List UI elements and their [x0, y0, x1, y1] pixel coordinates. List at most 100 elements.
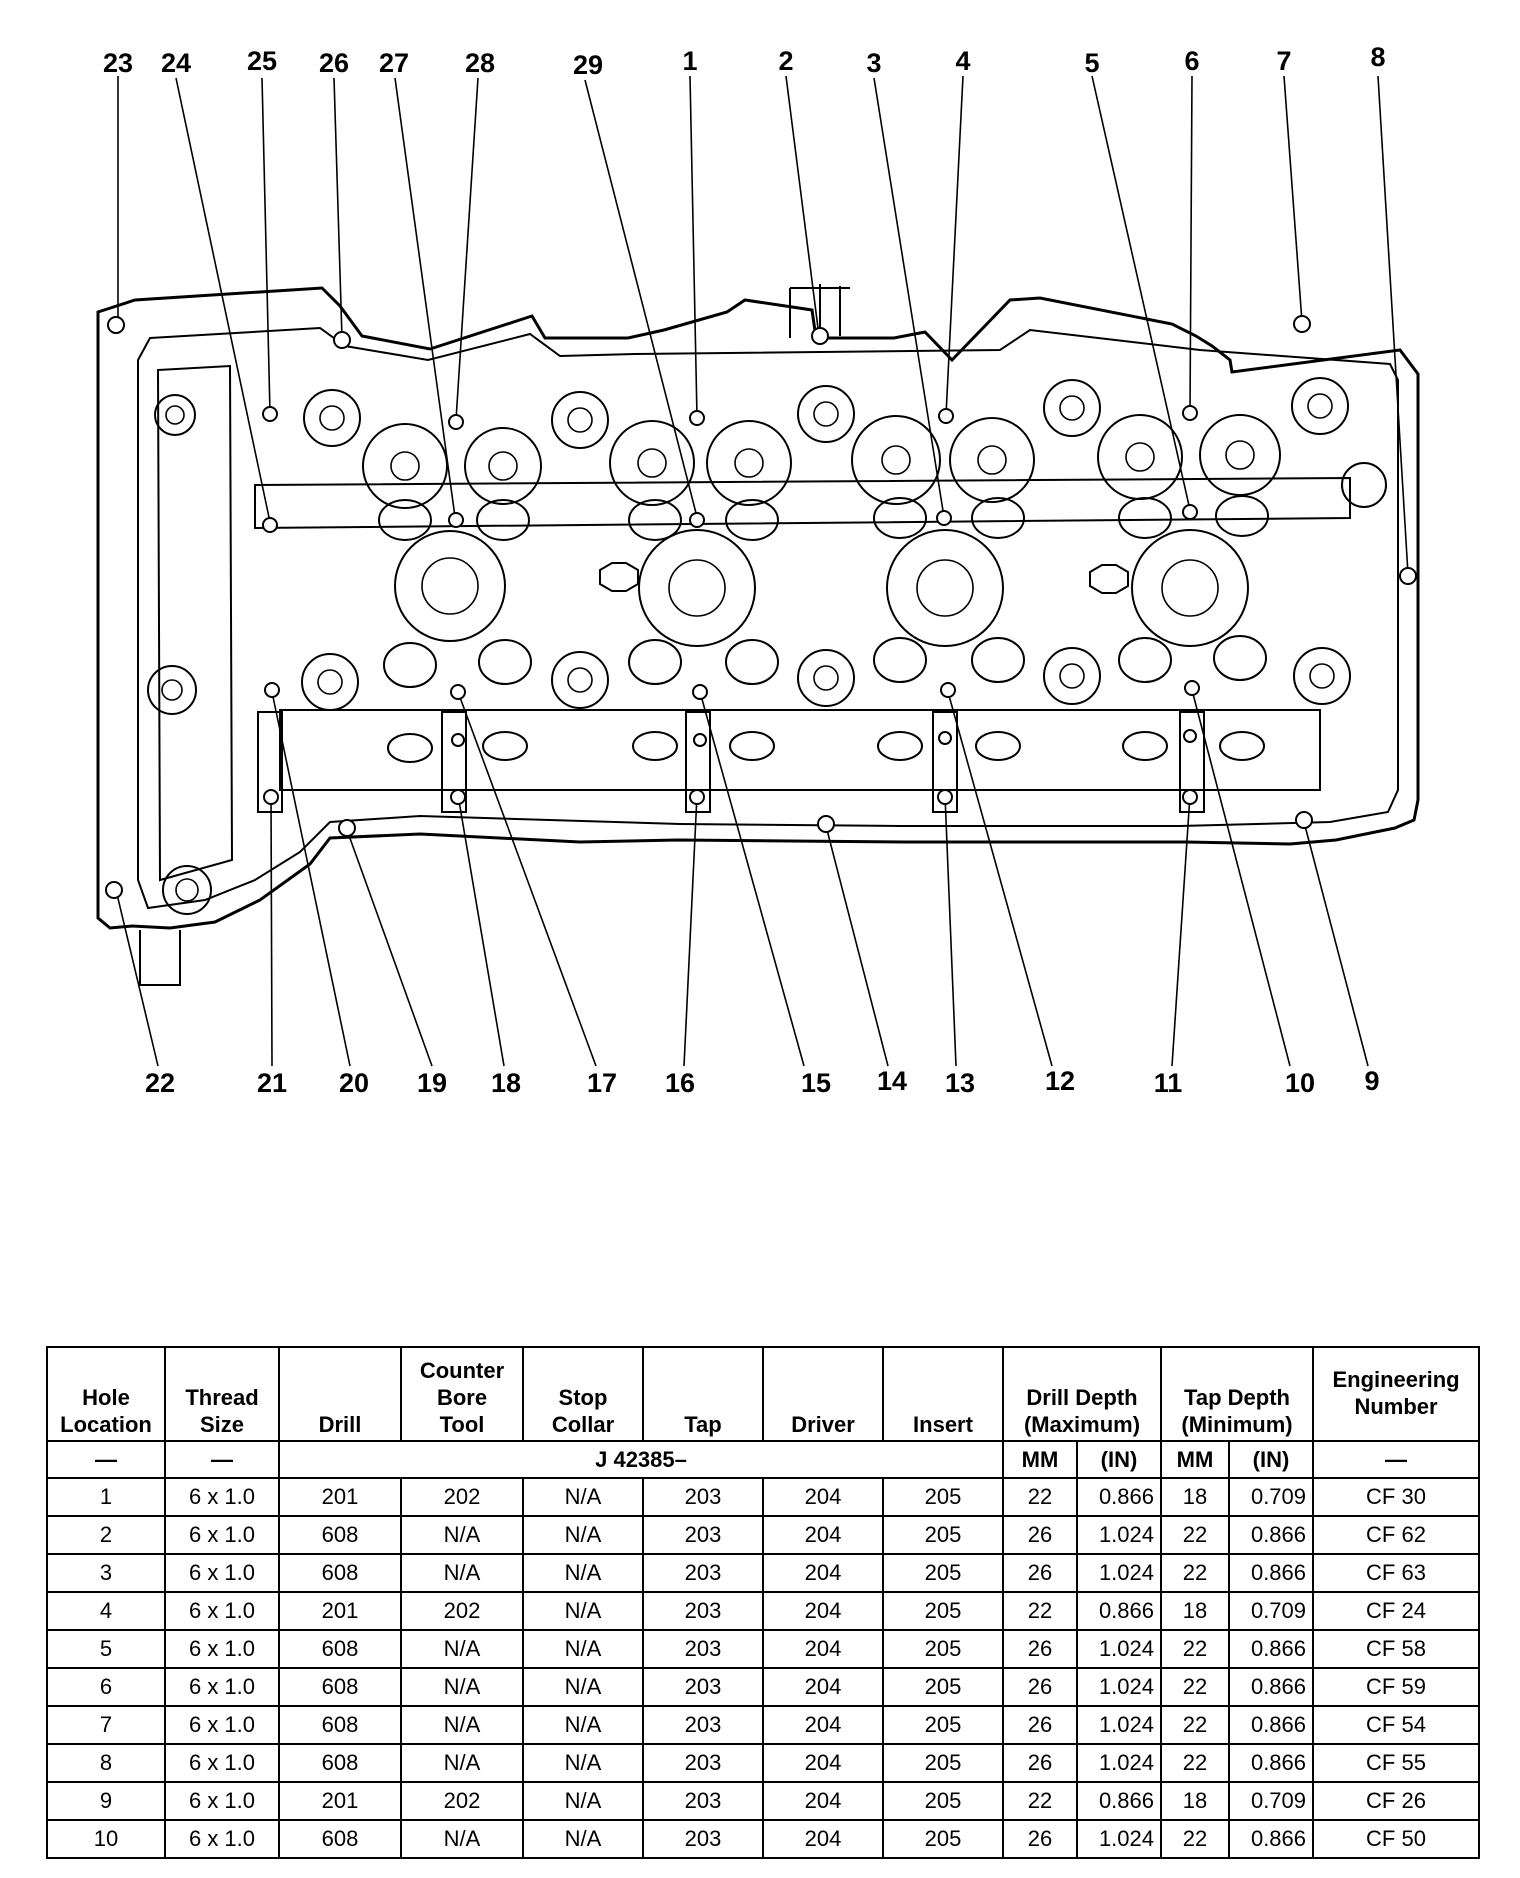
cell: 26 [1002, 1629, 1078, 1669]
cell: 1.024 [1076, 1629, 1162, 1669]
cell: 22 [1160, 1819, 1230, 1859]
sub-drill-in: (IN) [1076, 1440, 1162, 1479]
cell: 205 [882, 1743, 1004, 1783]
callout-24: 24 [161, 48, 191, 78]
cell: 26 [1002, 1515, 1078, 1555]
cell: 0.866 [1227, 1743, 1315, 1783]
callout-10: 10 [1285, 1068, 1315, 1098]
cell: 6 x 1.0 [164, 1667, 280, 1707]
header-tap-depth: Tap Depth(Minimum) [1159, 1346, 1315, 1442]
cell: 0.866 [1076, 1477, 1162, 1517]
cell: N/A [522, 1781, 644, 1821]
cell: 26 [1002, 1705, 1078, 1745]
cell: 22 [1160, 1629, 1230, 1669]
cell: 0.866 [1227, 1705, 1315, 1745]
cell: 202 [400, 1477, 524, 1517]
cell: 6 x 1.0 [164, 1743, 280, 1783]
cell: 608 [278, 1819, 402, 1859]
callout-25: 25 [247, 46, 277, 76]
cell: CF 55 [1312, 1743, 1481, 1783]
header-driver: Driver [762, 1346, 884, 1442]
cell: 1.024 [1076, 1705, 1162, 1745]
sub-tool-prefix: J 42385– [278, 1440, 1004, 1479]
cell: CF 63 [1312, 1553, 1481, 1593]
cell: 0.866 [1076, 1781, 1162, 1821]
cell: 203 [642, 1667, 764, 1707]
cell: 608 [278, 1705, 402, 1745]
cell: 22 [1160, 1515, 1230, 1555]
cell: 201 [278, 1477, 402, 1517]
cell: 1.024 [1076, 1553, 1162, 1593]
cell: 1.024 [1076, 1667, 1162, 1707]
cell: CF 62 [1312, 1515, 1481, 1555]
cell: CF 58 [1312, 1629, 1481, 1669]
cell: 7 [46, 1705, 166, 1745]
cell: 18 [1160, 1477, 1230, 1517]
cell: 22 [1160, 1743, 1230, 1783]
valve-pockets [378, 495, 1269, 763]
cell: N/A [522, 1705, 644, 1745]
cell: CF 50 [1312, 1819, 1481, 1859]
bolt-bosses [147, 377, 1387, 915]
sub-tap-in: (IN) [1227, 1440, 1315, 1479]
lower-rail [279, 709, 1321, 791]
cell: N/A [400, 1553, 524, 1593]
cell: 0.709 [1227, 1477, 1315, 1517]
cell: 6 x 1.0 [164, 1553, 280, 1593]
cell: 203 [642, 1629, 764, 1669]
cell: N/A [522, 1743, 644, 1783]
cell: 205 [882, 1477, 1004, 1517]
cell: 22 [1160, 1667, 1230, 1707]
cell: N/A [400, 1629, 524, 1669]
cell: N/A [400, 1743, 524, 1783]
cell: 6 x 1.0 [164, 1819, 280, 1859]
cell: N/A [522, 1667, 644, 1707]
cell: 26 [1002, 1667, 1078, 1707]
cell: 26 [1002, 1743, 1078, 1783]
cell: 608 [278, 1743, 402, 1783]
callouts-bottom: 22 21 20 19 18 17 16 15 14 13 12 11 10 9 [145, 1066, 1380, 1098]
table-subheader-row: — — J 42385– MM (IN) MM (IN) — [46, 1440, 1481, 1479]
cell: CF 26 [1312, 1781, 1481, 1821]
cell: 202 [400, 1781, 524, 1821]
callout-5: 5 [1084, 48, 1099, 78]
cell: 205 [882, 1515, 1004, 1555]
cell: 205 [882, 1591, 1004, 1631]
cell: 205 [882, 1553, 1004, 1593]
cell: 608 [278, 1629, 402, 1669]
callout-9: 9 [1364, 1066, 1379, 1096]
callout-13: 13 [945, 1068, 975, 1098]
cell: N/A [400, 1819, 524, 1859]
cell: 205 [882, 1781, 1004, 1821]
cell: 205 [882, 1629, 1004, 1669]
cell: 202 [400, 1591, 524, 1631]
cell: 608 [278, 1515, 402, 1555]
left-channel [156, 364, 234, 882]
callout-19: 19 [417, 1068, 447, 1098]
cell: 203 [642, 1477, 764, 1517]
cell: N/A [522, 1553, 644, 1593]
cell: 205 [882, 1667, 1004, 1707]
cell: 203 [642, 1819, 764, 1859]
cell: 203 [642, 1515, 764, 1555]
cell: N/A [522, 1591, 644, 1631]
sub-hole-location: — [46, 1440, 166, 1479]
cell: 0.866 [1227, 1553, 1315, 1593]
callout-12: 12 [1045, 1066, 1075, 1096]
callout-11: 11 [1154, 1068, 1183, 1098]
cell: 6 [46, 1667, 166, 1707]
header-tap: Tap [642, 1346, 764, 1442]
sub-engineering: — [1312, 1440, 1481, 1479]
callout-8: 8 [1370, 42, 1385, 72]
cell: 204 [762, 1667, 884, 1707]
cell: 22 [1160, 1705, 1230, 1745]
